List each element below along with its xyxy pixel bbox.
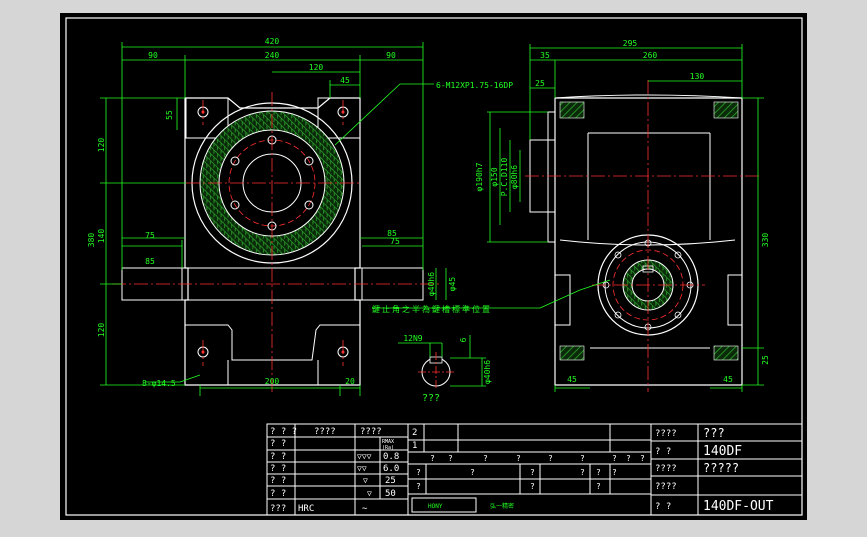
key-detail-view [398,335,486,390]
front-view [112,92,440,392]
title-block [266,423,803,516]
side-dimensions [372,44,764,392]
side-view [525,80,760,392]
front-dimensions [100,42,447,396]
